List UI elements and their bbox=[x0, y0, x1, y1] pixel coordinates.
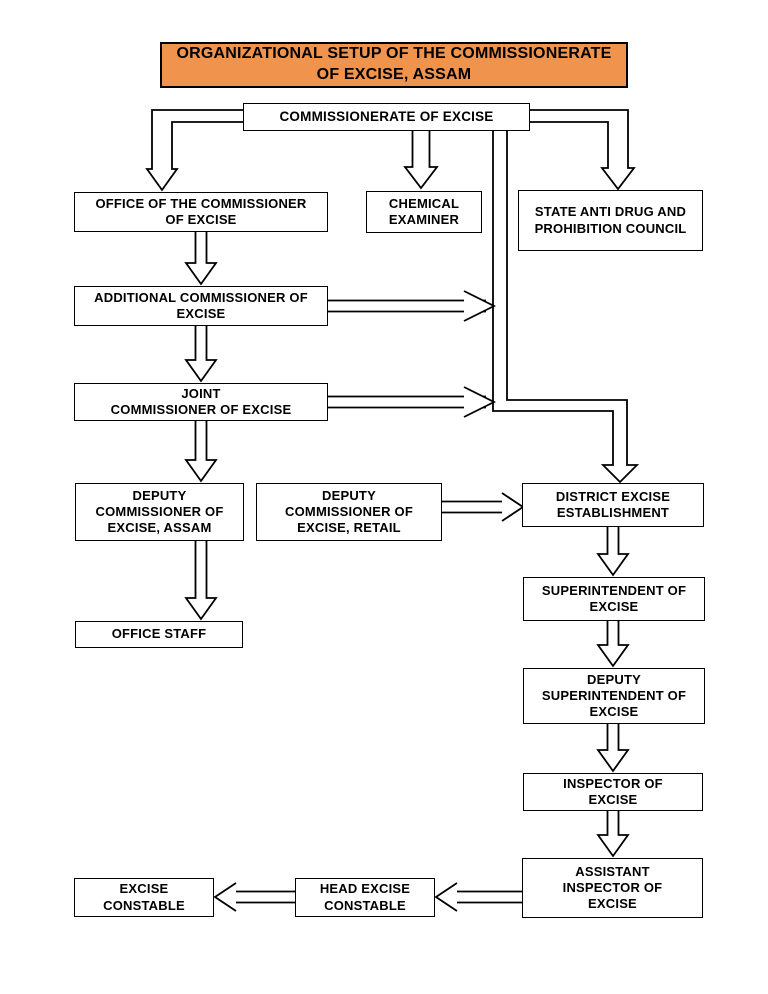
arrow-head-constable-to-constable-icon bbox=[213, 882, 295, 912]
arrow-office-to-additional-icon bbox=[184, 232, 218, 286]
arrow-commissionerate-to-district-icon bbox=[492, 131, 640, 484]
node-office-staff: OFFICE STAFF bbox=[75, 621, 243, 648]
node-commissionerate: COMMISSIONERATE OF EXCISE bbox=[243, 103, 530, 131]
node-deputy-superintendent: DEPUTY SUPERINTENDENT OF EXCISE bbox=[523, 668, 705, 724]
node-superintendent: SUPERINTENDENT OF EXCISE bbox=[523, 577, 705, 621]
arrow-commissionerate-to-office-icon bbox=[145, 109, 243, 192]
arrow-joint-to-spine-icon bbox=[328, 386, 497, 418]
arrow-inspector-to-assistant-icon bbox=[596, 811, 630, 858]
node-assistant-inspector: ASSISTANT INSPECTOR OF EXCISE bbox=[522, 858, 703, 918]
node-deputy-commissioner-assam: DEPUTY COMMISSIONER OF EXCISE, ASSAM bbox=[75, 483, 244, 541]
arrow-district-to-superintendent-icon bbox=[596, 527, 630, 577]
node-district-excise-establishment: DISTRICT EXCISE ESTABLISHMENT bbox=[522, 483, 704, 527]
arrow-deputy-superintendent-to-inspector-icon bbox=[596, 724, 630, 773]
arrow-additional-to-joint-icon bbox=[184, 326, 218, 383]
arrow-superintendent-to-deputy-superintendent-icon bbox=[596, 621, 630, 668]
arrow-joint-to-deputy-assam-icon bbox=[184, 421, 218, 483]
arrow-deputy-retail-to-district-icon bbox=[442, 492, 525, 522]
page-title: ORGANIZATIONAL SETUP OF THE COMMISSIONER… bbox=[160, 42, 628, 88]
node-head-excise-constable: HEAD EXCISE CONSTABLE bbox=[295, 878, 435, 917]
arrow-deputy-assam-to-office-staff-icon bbox=[184, 541, 218, 621]
node-excise-constable: EXCISE CONSTABLE bbox=[74, 878, 214, 917]
arrow-additional-to-spine-icon bbox=[328, 290, 497, 322]
arrow-commissionerate-to-chemical-icon bbox=[403, 131, 439, 190]
arrow-assistant-to-head-constable-icon bbox=[434, 882, 522, 912]
node-office-of-commissioner: OFFICE OF THE COMMISSIONER OF EXCISE bbox=[74, 192, 328, 232]
node-deputy-commissioner-retail: DEPUTY COMMISSIONER OF EXCISE, RETAIL bbox=[256, 483, 442, 541]
node-inspector: INSPECTOR OF EXCISE bbox=[523, 773, 703, 811]
node-chemical-examiner: CHEMICAL EXAMINER bbox=[366, 191, 482, 233]
node-additional-commissioner: ADDITIONAL COMMISSIONER OF EXCISE bbox=[74, 286, 328, 326]
node-joint-commissioner: JOINT COMMISSIONER OF EXCISE bbox=[74, 383, 328, 421]
node-state-anti-drug: STATE ANTI DRUG AND PROHIBITION COUNCIL bbox=[518, 190, 703, 251]
arrow-commissionerate-to-council-icon bbox=[529, 109, 636, 191]
